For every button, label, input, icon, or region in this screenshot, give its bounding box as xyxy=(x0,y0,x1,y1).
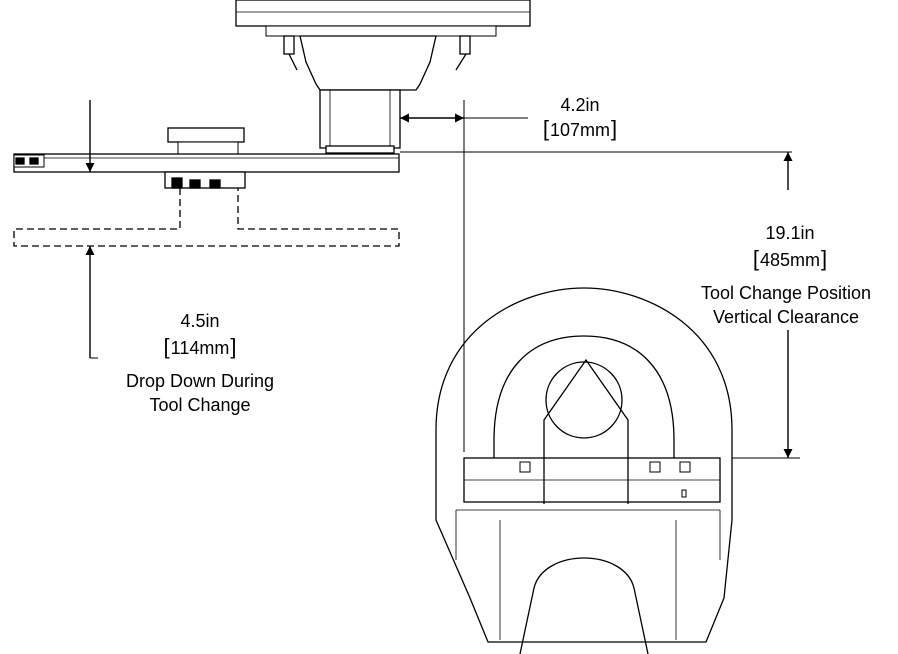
upper-mount-assembly xyxy=(235,0,531,154)
dim-horizontal-imperial: 4.2in xyxy=(560,95,600,115)
dim-drop xyxy=(85,100,98,359)
mount-neck xyxy=(299,35,437,91)
dim-drop-caption-1: Drop Down During xyxy=(125,371,275,391)
dim-vertical-metric: 485mm xyxy=(700,248,880,271)
dropped-tool-outline xyxy=(13,188,400,247)
tool-knob xyxy=(167,127,245,143)
spindle-housing xyxy=(319,89,401,149)
arm-wedge xyxy=(543,358,629,504)
arm-lower-body xyxy=(435,458,733,643)
dim-drop-caption-2: Tool Change xyxy=(149,395,251,415)
dim-vertical-caption-1: Tool Change Position xyxy=(700,283,872,303)
dim-horizontal xyxy=(400,100,528,452)
dimension-lines xyxy=(85,100,800,459)
robot-arm-body xyxy=(435,287,733,654)
dim-drop-metric: 114mm xyxy=(110,336,290,359)
tool-plate xyxy=(13,153,400,173)
dim-vertical-imperial: 19.1in xyxy=(765,223,815,243)
mount-plate xyxy=(235,0,531,27)
dim-drop-imperial: 4.5in xyxy=(180,311,220,331)
dim-vertical-caption-2: Vertical Clearance xyxy=(712,307,860,327)
arm-lower-notch xyxy=(519,557,649,654)
arm-inner-arch xyxy=(493,335,675,458)
tool-plate-assembly xyxy=(13,127,400,189)
bolt-right xyxy=(455,35,471,71)
dim-vertical xyxy=(400,151,800,459)
bolt-left xyxy=(283,35,298,71)
arm-pivot xyxy=(545,361,623,439)
arm-outer-arch xyxy=(435,287,733,458)
dim-horizontal-metric: 107mm xyxy=(530,118,630,141)
